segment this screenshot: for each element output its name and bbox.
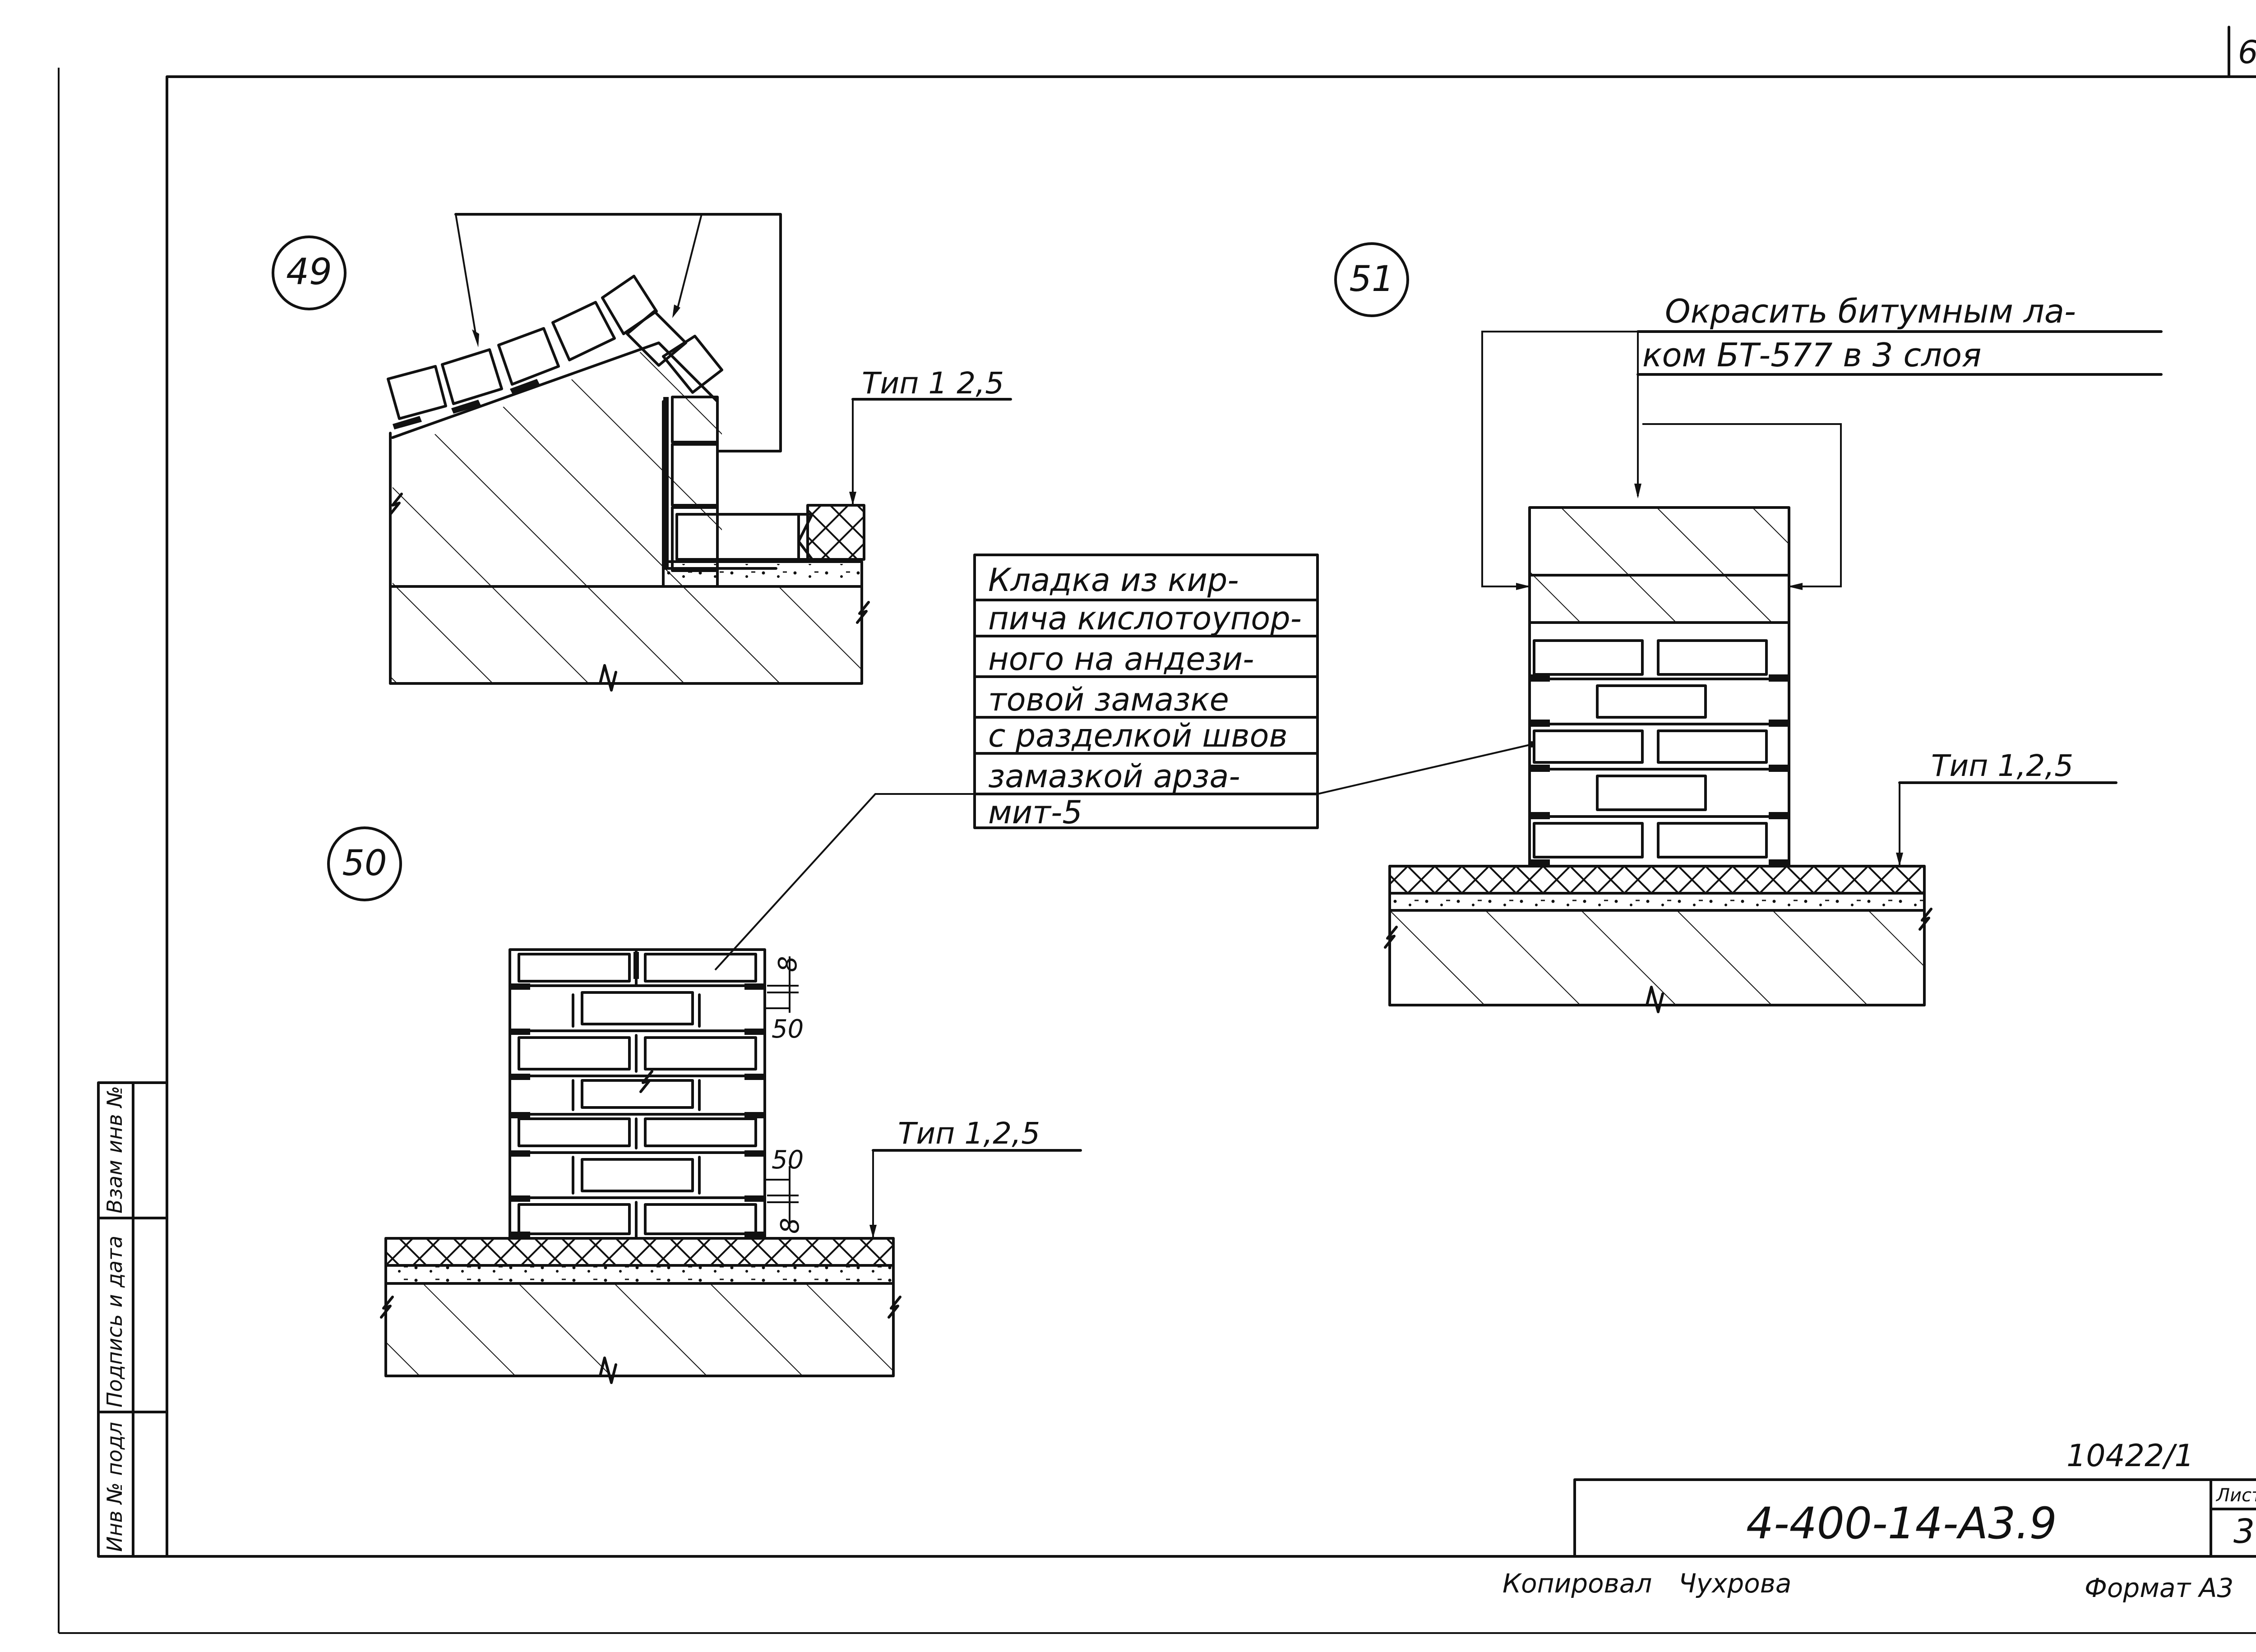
detail-49-type-label: Тип 1 2,5 — [862, 366, 1004, 401]
callout-line-7: мит-5 — [988, 794, 1082, 831]
sheet-number: 3 — [2233, 1512, 2255, 1551]
callout-line-3: ного на андези- — [988, 641, 1254, 678]
dim-joint-top: 8 — [773, 956, 803, 972]
stamp-inv-no: Инв № подл — [102, 1422, 127, 1552]
archive-number: 10422/1 — [2066, 1438, 2194, 1474]
side-stamp: Инв № подл Подпись и дата Взам инв № — [97, 1081, 168, 1558]
page-number: 61 — [2238, 34, 2256, 71]
callout-line-4: товой замазке — [988, 681, 1229, 718]
page-number-box: 61 — [2228, 26, 2256, 78]
sheet-label: Лист — [2215, 1485, 2256, 1506]
callout-line-2: пича кислотоупор- — [988, 600, 1302, 637]
callout-line-5: с разделкой швов — [988, 717, 1288, 754]
marker-51: 51 — [1349, 259, 1394, 300]
footer: Копировал Чухрова Формат А3 — [1502, 1568, 2233, 1603]
sheet-frame — [58, 68, 2256, 1634]
arch-bricks — [387, 275, 723, 429]
title-block: Лист 3 4-400-14-А3.9 10422/1 — [1573, 1438, 2256, 1558]
detail-49: 49 — [272, 213, 1012, 692]
copier-name: Чухрова — [1678, 1568, 1791, 1599]
detail-50: 50 — [327, 826, 1082, 1384]
detail-51-type-label: Тип 1,2,5 — [1931, 748, 2073, 783]
marker-49-circle — [272, 235, 347, 310]
detail-50-type-label: Тип 1,2,5 — [898, 1116, 1040, 1151]
callout-line-1: Кладка из кир- — [988, 562, 1239, 599]
dim-offset-bottom: 50 — [772, 1145, 804, 1175]
detail-51-note-line1: Окрасить битумным ла- — [1665, 292, 2076, 330]
detail-50-dimensions: 8 50 50 8 — [765, 956, 805, 1234]
marker-49: 49 — [286, 251, 332, 293]
detail-50-brick-pier — [509, 948, 766, 1240]
copied-by-label: Копировал — [1502, 1568, 1652, 1599]
drawing-code: 4-400-14-А3.9 — [1746, 1498, 2057, 1549]
marker-51-circle — [1334, 242, 1409, 317]
detail-51: 51 Окрасить битумным ла- ком БТ-577 в 3 … — [1334, 242, 2163, 1013]
detail-51-brick-courses — [1528, 621, 1790, 868]
callout-line-6: замазкой арза- — [988, 758, 1240, 795]
marker-50: 50 — [342, 843, 387, 884]
dim-offset-top: 50 — [772, 1015, 804, 1044]
marker-50-circle — [327, 826, 402, 901]
format-label: Формат А3 — [2085, 1573, 2233, 1603]
detail-51-note-line2: ком БТ-577 в 3 слоя — [1642, 336, 1981, 374]
stamp-replace-inv-no: Взам инв № — [102, 1086, 127, 1214]
dim-joint-bottom: 8 — [776, 1218, 805, 1234]
masonry-callout: Кладка из кир- пича кислотоупор- ного на… — [714, 554, 1535, 971]
stamp-signature-date: Подпись и дата — [102, 1236, 127, 1407]
